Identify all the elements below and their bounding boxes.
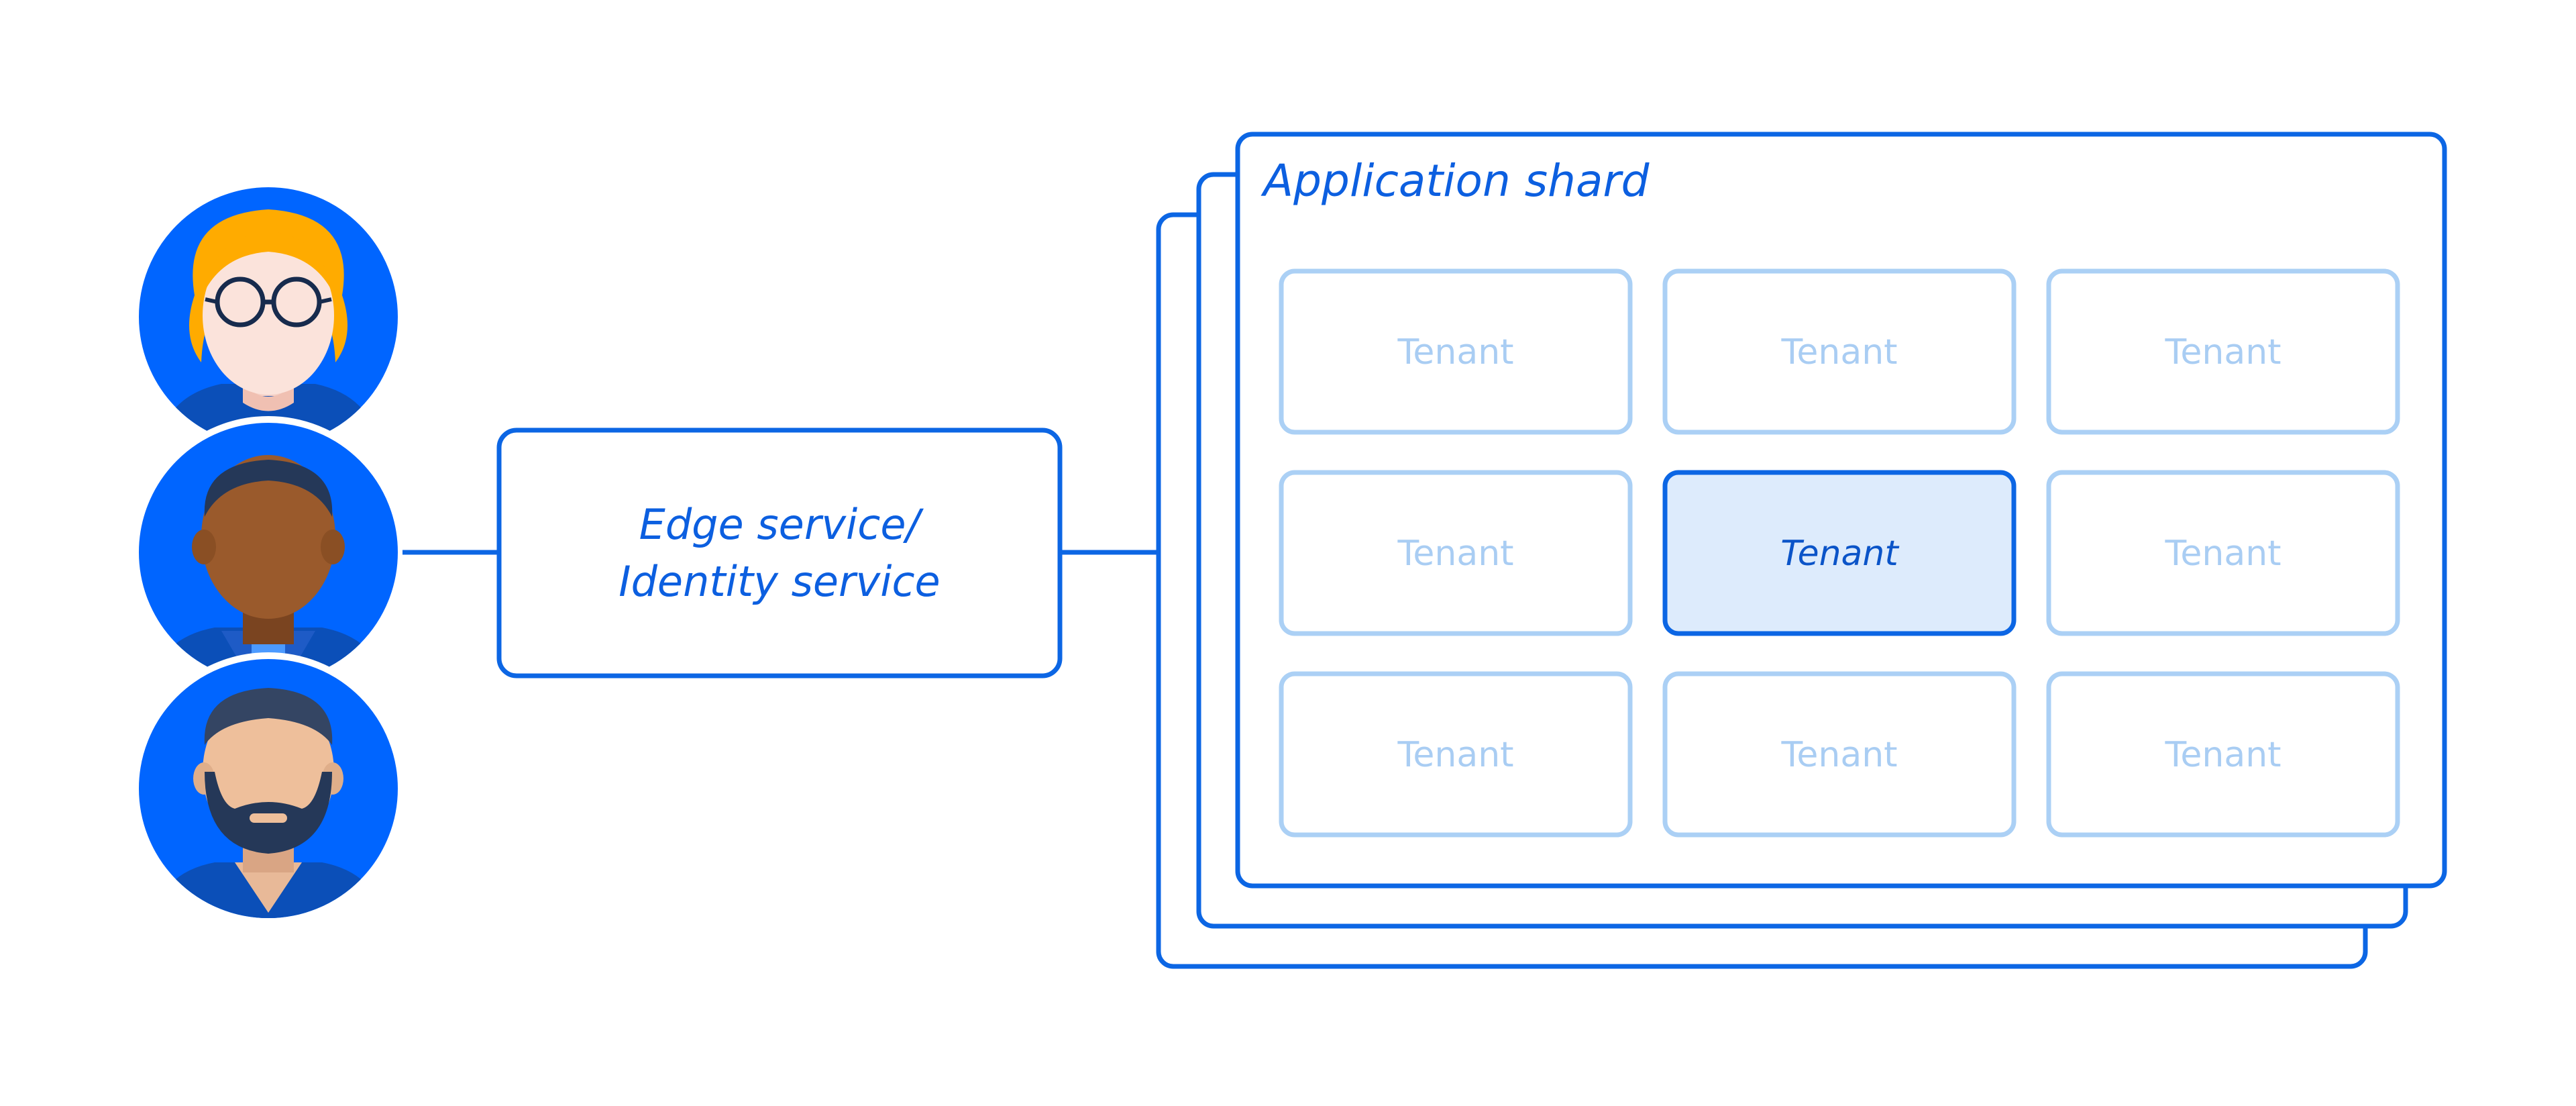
tenant-box-frame xyxy=(1279,470,1633,636)
tenant-box: Tenant xyxy=(2046,268,2400,435)
tenant-box-frame xyxy=(1662,470,2017,636)
user-woman-glasses-icon xyxy=(132,181,405,453)
tenant-box-frame xyxy=(1662,268,2017,435)
tenant-box-frame xyxy=(1662,671,2017,838)
tenant-box-highlighted: Tenant xyxy=(1662,470,2017,636)
tenant-label: Tenant xyxy=(1397,534,1513,574)
tenant-box: Tenant xyxy=(1279,268,1633,435)
tenant-box-frame xyxy=(1279,671,1633,838)
tenant-box-frame xyxy=(2046,268,2400,435)
user-man-dark-skin-icon xyxy=(132,416,405,689)
tenant-box: Tenant xyxy=(1662,268,2017,435)
tenant-label: Tenant xyxy=(1397,332,1513,372)
tenant-box: Tenant xyxy=(1279,671,1633,838)
tenant-box-frame xyxy=(2046,470,2400,636)
tenant-label: Tenant xyxy=(1780,534,1899,574)
tenant-box: Tenant xyxy=(1279,470,1633,636)
tenant-label: Tenant xyxy=(1780,332,1897,372)
tenant-label: Tenant xyxy=(1397,735,1513,775)
tenant-label: Tenant xyxy=(2164,735,2281,775)
edge-service-box: Edge service/ Identity service xyxy=(496,428,1063,678)
edge-service-label-line2: Identity service xyxy=(619,557,940,606)
tenant-label: Tenant xyxy=(2164,332,2281,372)
tenant-box-frame xyxy=(2046,671,2400,838)
tenant-label: Tenant xyxy=(1780,735,1897,775)
tenant-label: Tenant xyxy=(2164,534,2281,574)
application-shard-title: Application shard xyxy=(1260,155,1650,207)
user-avatars xyxy=(132,181,405,925)
tenant-box: Tenant xyxy=(2046,671,2400,838)
edge-service-label-line1: Edge service/ xyxy=(639,500,924,549)
tenant-box-frame xyxy=(1279,268,1633,435)
tenant-box: Tenant xyxy=(1662,671,2017,838)
tenant-box: Tenant xyxy=(2046,470,2400,636)
user-man-beard-icon xyxy=(132,652,405,925)
